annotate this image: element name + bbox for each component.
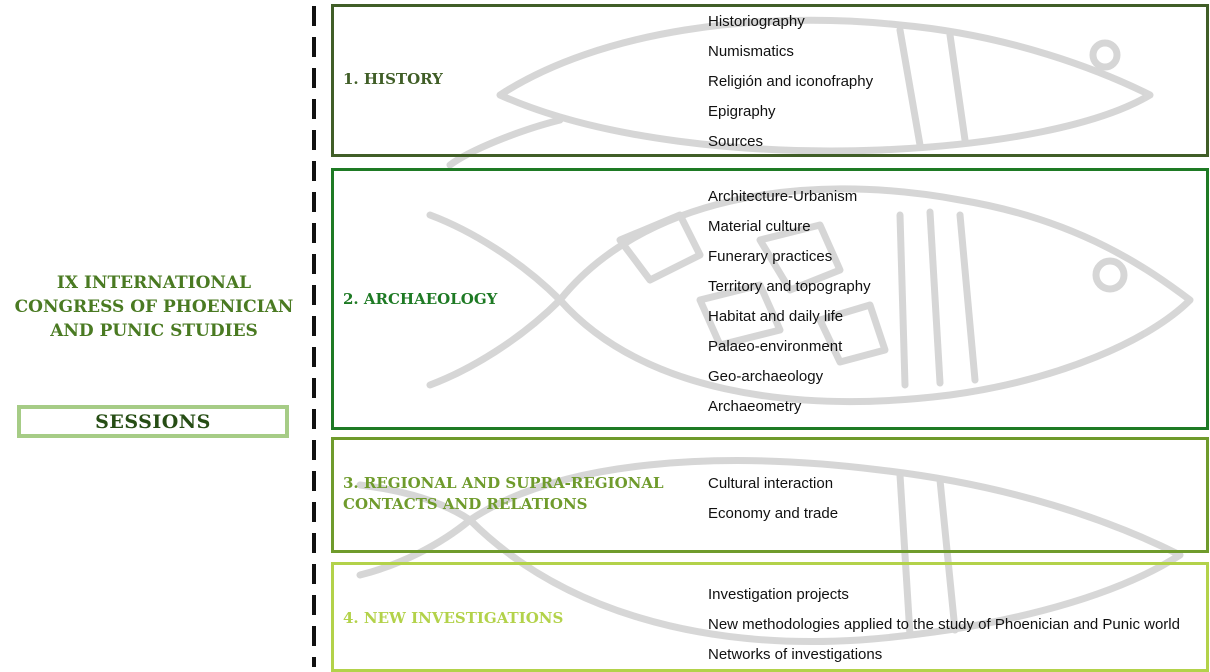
topic-item: Sources xyxy=(708,133,764,150)
topic-item: Palaeo-environment xyxy=(708,338,843,355)
session-topics-regional-contacts: Cultural interaction Economy and trade xyxy=(708,469,838,529)
session-title-regional-contacts: 3. REGIONAL AND SUPRA-REGIONAL CONTACTS … xyxy=(343,474,664,513)
session-box-regional-contacts: 3. REGIONAL AND SUPRA-REGIONAL CONTACTS … xyxy=(331,437,1209,553)
topic-item: Funerary practices xyxy=(708,248,833,265)
congress-title-line-2: CONGRESS OF PHOENICIAN xyxy=(14,297,294,317)
session-topics-archaeology: Architecture-Urbanism Material culture F… xyxy=(708,182,871,422)
session-topics-history: Historiography Numismatics Religión and … xyxy=(708,7,873,157)
topic-item: Historiography xyxy=(708,13,805,30)
topic-item: Archaeometry xyxy=(708,398,802,415)
congress-title-line-1: IX INTERNATIONAL xyxy=(56,273,252,293)
session-box-archaeology: 2. ARCHAEOLOGY Architecture-Urbanism Mat… xyxy=(331,168,1209,430)
topic-item: Investigation projects xyxy=(708,586,849,603)
congress-title-line-3: AND PUNIC STUDIES xyxy=(50,321,258,341)
topic-item: Territory and topography xyxy=(708,278,871,295)
topic-item: Geo-archaeology xyxy=(708,368,824,385)
topic-item: Material culture xyxy=(708,218,811,235)
topic-item: Networks of investigations xyxy=(708,646,883,663)
session-title-new-investigations: 4. NEW INVESTIGATIONS xyxy=(343,609,564,627)
session-box-history: 1. HISTORY Historiography Numismatics Re… xyxy=(331,4,1209,157)
topic-item: Epigraphy xyxy=(708,103,776,120)
topic-item: Cultural interaction xyxy=(708,475,834,492)
session-box-new-investigations: 4. NEW INVESTIGATIONS Investigation proj… xyxy=(331,562,1209,672)
congress-title: IX INTERNATIONAL CONGRESS OF PHOENICIAN … xyxy=(4,271,304,343)
session-title-history: 1. HISTORY xyxy=(343,70,443,88)
topic-item: Architecture-Urbanism xyxy=(708,188,858,205)
topic-item: New methodologies applied to the study o… xyxy=(708,616,1180,633)
topic-item: Religión and iconofraphy xyxy=(708,73,874,90)
topic-item: Economy and trade xyxy=(708,505,839,522)
sessions-heading-box: SESSIONS xyxy=(17,405,289,438)
topic-item: Habitat and daily life xyxy=(708,308,844,325)
topic-item: Numismatics xyxy=(708,43,794,60)
sessions-label: SESSIONS xyxy=(95,410,211,433)
dashed-separator-line xyxy=(312,6,316,667)
session-title-archaeology: 2. ARCHAEOLOGY xyxy=(343,290,498,308)
session-topics-new-investigations: Investigation projects New methodologies… xyxy=(708,580,1180,670)
